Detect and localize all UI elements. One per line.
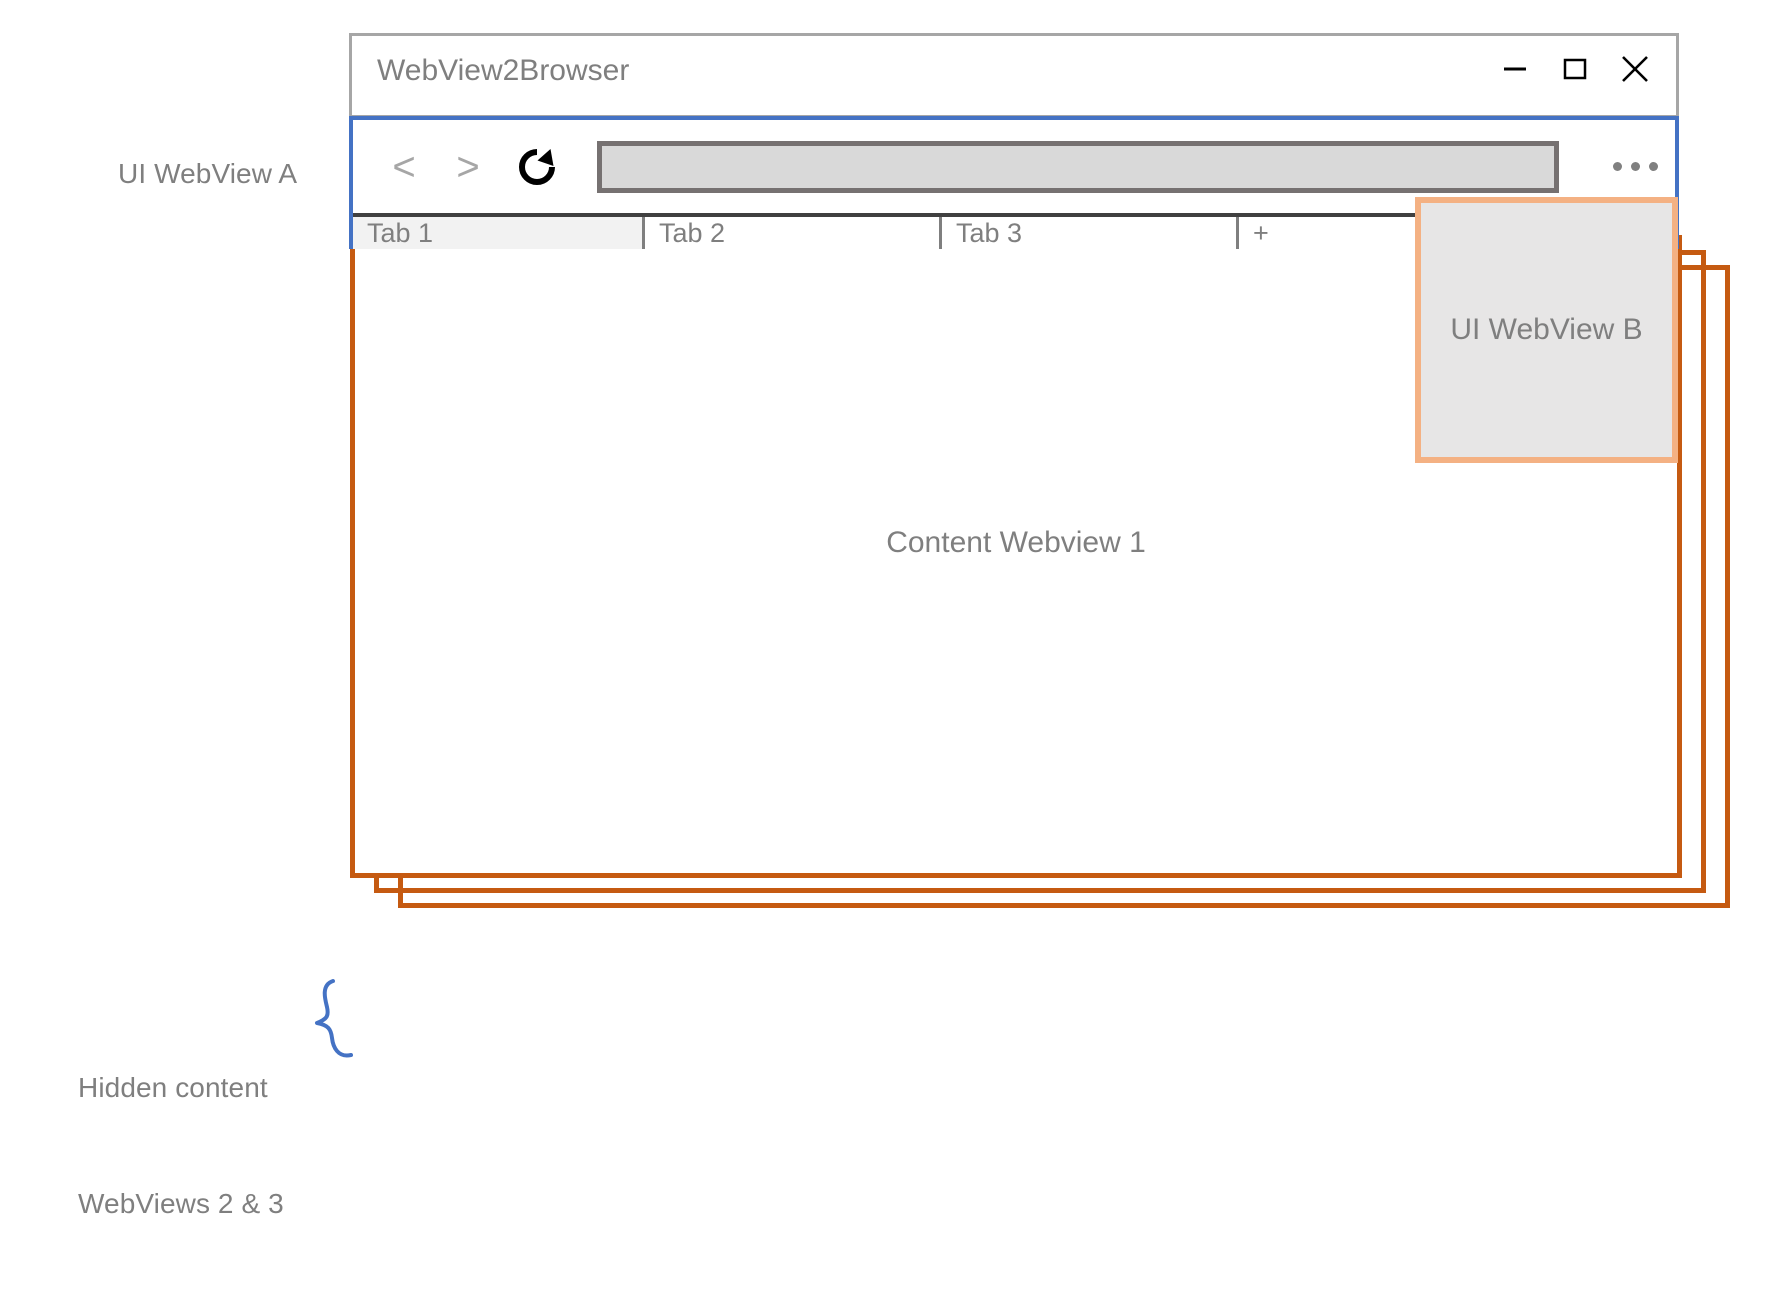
ui-webview-b-label: UI WebView B bbox=[1450, 313, 1643, 346]
reload-icon[interactable] bbox=[511, 141, 563, 193]
new-tab-button[interactable]: + bbox=[1239, 217, 1419, 249]
ellipsis-icon[interactable] bbox=[1613, 162, 1658, 171]
content-webview-1-label: Content Webview 1 bbox=[886, 526, 1146, 559]
window-controls bbox=[1498, 52, 1652, 86]
ellipsis-dot bbox=[1613, 162, 1622, 171]
minimize-button[interactable] bbox=[1498, 52, 1532, 86]
annotation-hidden-content-line2: WebViews 2 & 3 bbox=[78, 1188, 284, 1220]
tab-1[interactable]: Tab 1 bbox=[353, 217, 645, 249]
tab-2[interactable]: Tab 2 bbox=[645, 217, 942, 249]
diagram-canvas: UI WebView A WebView2Browser bbox=[78, 33, 1730, 1219]
ellipsis-dot bbox=[1649, 162, 1658, 171]
forward-button[interactable]: > bbox=[456, 144, 480, 189]
browser-window-titlebar: WebView2Browser bbox=[349, 33, 1679, 118]
annotation-hidden-content-line1: Hidden content bbox=[78, 1072, 268, 1104]
ui-webview-b-panel: UI WebView B bbox=[1415, 197, 1678, 463]
back-button[interactable]: < bbox=[392, 144, 416, 189]
brace-callout-icon bbox=[297, 975, 387, 1065]
tab-strip: Tab 1 Tab 2 Tab 3 + bbox=[353, 213, 1675, 249]
annotation-ui-webview-a: UI WebView A bbox=[118, 158, 298, 189]
annotation-hidden-content: Hidden content WebViews 2 & 3 bbox=[78, 992, 284, 1301]
tab-3[interactable]: Tab 3 bbox=[942, 217, 1239, 249]
window-title: WebView2Browser bbox=[377, 54, 630, 87]
close-button[interactable] bbox=[1618, 52, 1652, 86]
address-bar-input[interactable] bbox=[597, 140, 1559, 193]
maximize-button[interactable] bbox=[1558, 52, 1592, 86]
ellipsis-dot bbox=[1631, 162, 1640, 171]
